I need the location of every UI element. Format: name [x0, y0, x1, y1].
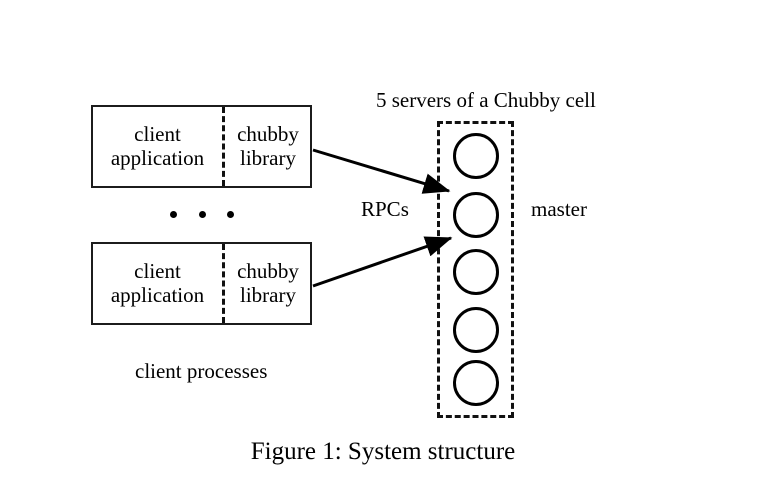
client-process-box-2: client application chubby library: [91, 242, 312, 325]
rpc-arrow-top: [312, 148, 451, 194]
chubby-library-label-line1: chubby: [237, 121, 299, 146]
rpc-arrow-bottom: [312, 236, 453, 288]
chubby-library-cell-2: chubby library: [222, 244, 314, 323]
client-application-label-line1: client: [134, 258, 181, 283]
chubby-library-cell-1: chubby library: [222, 107, 314, 186]
chubby-library-label-line2: library: [240, 145, 296, 170]
chubby-server-node-5: [452, 360, 499, 406]
client-application-label-line2: application: [110, 145, 205, 170]
client-processes-label: client processes: [135, 359, 268, 383]
client-application-cell-2: client application: [93, 244, 222, 323]
chubby-cell-container: [437, 121, 514, 418]
client-processes-ellipsis: [170, 204, 234, 224]
chubby-server-node-1: [452, 133, 499, 179]
ellipsis-dot: [227, 210, 234, 218]
figure-caption: Figure 1: System structure: [250, 438, 516, 465]
master-label: master: [531, 197, 587, 221]
chubby-cell-title: 5 servers of a Chubby cell: [376, 88, 596, 112]
client-box-divider-2: [222, 244, 225, 323]
chubby-library-label-line1: chubby: [237, 258, 299, 283]
chubby-server-node-2-master: [452, 192, 499, 238]
rpcs-label: RPCs: [361, 197, 409, 221]
chubby-library-label-line2: library: [240, 282, 296, 307]
client-box-divider-1: [222, 107, 225, 186]
client-application-cell-1: client application: [93, 107, 222, 186]
ellipsis-dot: [198, 210, 206, 218]
client-application-label-line2: application: [110, 282, 205, 307]
client-process-box-1: client application chubby library: [91, 105, 312, 188]
chubby-server-node-4: [452, 307, 499, 353]
chubby-server-node-3: [452, 249, 499, 295]
client-application-label-line1: client: [134, 121, 181, 146]
ellipsis-dot: [170, 210, 177, 218]
